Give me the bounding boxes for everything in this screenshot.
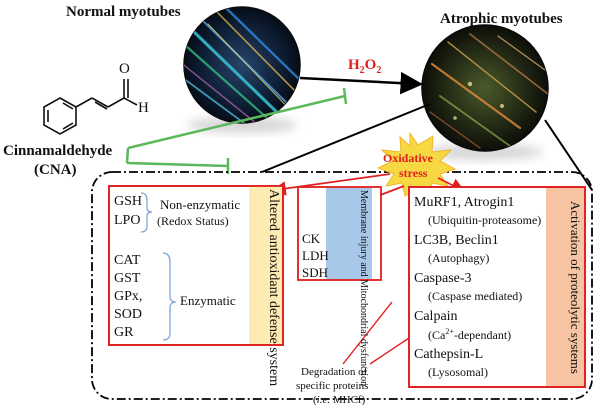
antioxidant-title-band [249, 186, 282, 344]
degradation-note-line-2: specific proteins [296, 380, 369, 392]
normal-myotubes-image [183, 6, 301, 124]
oxidative-stress-label-2: stress [399, 166, 428, 180]
antioxidant-item-gpx: GPx, [114, 289, 143, 304]
proteolytic-entry-4-name: Calpain [414, 309, 458, 324]
connector-line-left [261, 103, 431, 173]
proteolytic-entry-2-name: LC3B, Beclin1 [414, 233, 499, 248]
proteolytic-entry-4-desc: (Ca2+-dependant) [428, 327, 512, 342]
antioxidant-item-sod: SOD [114, 307, 143, 322]
membrane-panel-title: Membrane injury and Mitochondrial dysfun… [358, 190, 369, 387]
cinnamaldehyde-structure [43, 79, 138, 135]
membrane-title-band [326, 188, 372, 279]
normal-myotubes-shadow [187, 117, 297, 133]
hydrogen-atom-label: H [138, 100, 149, 116]
connector-line-right [544, 119, 593, 191]
antioxidant-brackets [140, 192, 177, 341]
atrophic-myotubes-image [421, 24, 549, 152]
membrane-item-ldh: LDH [302, 248, 329, 263]
degradation-note-line-1: Degradation of [301, 366, 368, 378]
h2o2-arrow [299, 71, 423, 95]
proteolytic-entry-1-desc: (Ubiquitin-proteasome) [428, 213, 542, 227]
atrophic-myotubes-title: Atrophic myotubes [440, 11, 563, 27]
degradation-note-line-3: (i.e. MHCf) [313, 394, 366, 406]
h2o2-label: H2O2 [348, 57, 382, 76]
compound-name: Cinnamaldehyde [3, 143, 113, 159]
proteolytic-entry-1-name: MuRF1, Atrogin1 [414, 195, 515, 210]
proteolytic-title-band [546, 188, 584, 386]
proteolytic-entry-5-desc: (Lysosomal) [428, 365, 488, 379]
oxidative-stress-label-1: Oxidative [383, 151, 433, 165]
atrophic-myotubes-shadow [427, 144, 543, 160]
degradation-callout [342, 301, 410, 365]
proteolytic-entry-3-name: Caspase-3 [414, 271, 472, 286]
antioxidant-item-gsh: GSH [114, 194, 143, 209]
nonenzymatic-label: Non-enzymatic [160, 197, 241, 212]
antioxidant-item-cat: CAT [114, 253, 141, 268]
enzymatic-label: Enzymatic [180, 293, 236, 308]
antioxidant-item-gst: GST [114, 271, 141, 286]
membrane-item-sdh: SDH [302, 265, 329, 280]
compound-abbr: (CNA) [34, 162, 77, 178]
proteolytic-entry-2-desc: (Autophagy) [428, 251, 490, 265]
antioxidant-item-lpo: LPO [114, 213, 141, 228]
antioxidant-item-gr: GR [114, 325, 134, 340]
antioxidant-panel-title: Altered antioxidant defense system [266, 189, 281, 387]
mechanism-enclosure [91, 171, 593, 400]
proteolytic-entry-3-desc: (Caspase mediated) [428, 289, 523, 303]
proteolytic-entry-5-name: Cathepsin-L [414, 347, 484, 362]
normal-myotubes-title: Normal myotubes [66, 4, 181, 20]
proteolytic-panel-title: Activation of proteolytic systems [568, 200, 583, 374]
nonenzymatic-sub: (Redox Status) [157, 214, 229, 228]
membrane-item-ck: CK [302, 231, 321, 246]
oxygen-atom-label: O [119, 61, 130, 77]
